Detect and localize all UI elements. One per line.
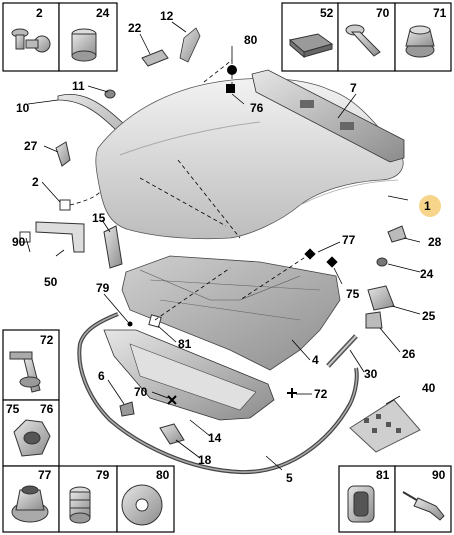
callout-1-highlight [419,195,441,217]
detail-box-71: 71 [394,2,452,72]
clip-nut-icon [347,485,375,523]
detail-box-79: 79 [58,465,118,533]
part-27-clip [55,141,71,167]
part-22-clip [141,49,169,67]
inner-structure-panel [121,255,341,371]
detail-box-52: 52 [281,2,339,72]
callout-25: 25 [422,309,436,323]
marker-75-diamond [326,256,338,268]
part-18-handle [159,423,185,445]
svg-text:77: 77 [38,468,52,482]
detail-box-24: 24 [58,2,118,72]
screw-icon [345,24,381,57]
marker-90-square [19,231,31,243]
detail-box-80: 80 [116,465,175,533]
detail-box-77: 77 [2,465,60,533]
callout-76: 76 [250,101,264,115]
foam-pad-icon [288,33,334,59]
callout-81: 81 [178,337,192,351]
part-6-clip [119,401,135,417]
callout-75: 75 [346,287,360,301]
callout-80: 80 [244,33,258,47]
callout-5: 5 [286,471,293,485]
part-14-plate-garnish [103,329,275,421]
svg-text:90: 90 [432,468,446,482]
bolt-icon [9,351,41,393]
cage-nut-icon [11,485,49,523]
detail-box-70: 70 [337,2,396,72]
callout-4: 4 [312,353,319,367]
detail-box-90: 90 [394,465,452,533]
callout-7: 7 [350,81,357,95]
svg-text:71: 71 [433,6,447,20]
callout-26: 26 [402,347,416,361]
svg-text:70: 70 [376,6,390,20]
grommet-icon [71,28,97,62]
part-5-seal [77,312,359,475]
callout-15: 15 [92,211,106,225]
part-7-lock-trim [251,69,405,163]
marker-76-square [226,84,235,93]
detail-box-81: 81 [338,465,396,533]
callout-50: 50 [44,275,58,289]
marker-70-cross [167,395,177,405]
callout-27: 27 [24,139,38,153]
ball-stud-icon [11,28,51,53]
callout-79: 79 [96,281,110,295]
callout-12: 12 [160,9,174,23]
detail-box-2: 2 [2,2,60,72]
marker-81-square [148,314,162,328]
part-40-clip-kit [349,399,421,453]
svg-text:2: 2 [36,6,43,20]
part-30-gas-strut [326,334,358,368]
svg-text:24: 24 [96,6,110,20]
marker-79-dot [127,321,133,327]
part-12-bracket [179,27,201,63]
callout-77: 77 [342,233,356,247]
svg-text:52: 52 [320,6,334,20]
marker-80-circle [227,65,237,75]
part-24-grommet-small [376,257,388,267]
washer-icon [121,484,163,526]
callout-72: 72 [314,387,328,401]
callout-6: 6 [98,369,105,383]
callout-11: 11 [72,79,85,93]
part-50-strip [35,221,85,253]
marker-72-plus [287,388,297,398]
svg-text:76: 76 [40,402,54,416]
flange-nut-icon [405,25,435,58]
callout-24: 24 [420,267,434,281]
callout-2: 2 [32,175,39,189]
callout-70: 70 [134,385,148,399]
buffer-stop-icon [69,486,91,524]
marker-2-square [59,199,71,211]
svg-text:72: 72 [40,333,54,347]
part-15-hinge [103,225,123,269]
callout-22: 22 [128,21,142,35]
callout-1: 1 [424,199,431,213]
callout-18: 18 [198,453,212,467]
detail-box-72: 72 [2,329,60,401]
rivet-icon [402,491,445,521]
svg-text:75: 75 [6,402,20,416]
callout-90: 90 [12,235,26,249]
part-25-latch [367,285,395,311]
callout-14: 14 [208,431,222,445]
callout-10: 10 [16,101,30,115]
svg-text:81: 81 [376,468,390,482]
detail-box-75-76: 75 76 [2,399,60,467]
part-26-clip [365,311,383,329]
hex-nut-icon [13,419,51,457]
callout-40: 40 [422,381,436,395]
callout-30: 30 [364,367,378,381]
callout-28: 28 [428,235,442,249]
svg-text:80: 80 [156,468,170,482]
svg-text:79: 79 [96,468,110,482]
part-28-bracket [387,225,407,243]
